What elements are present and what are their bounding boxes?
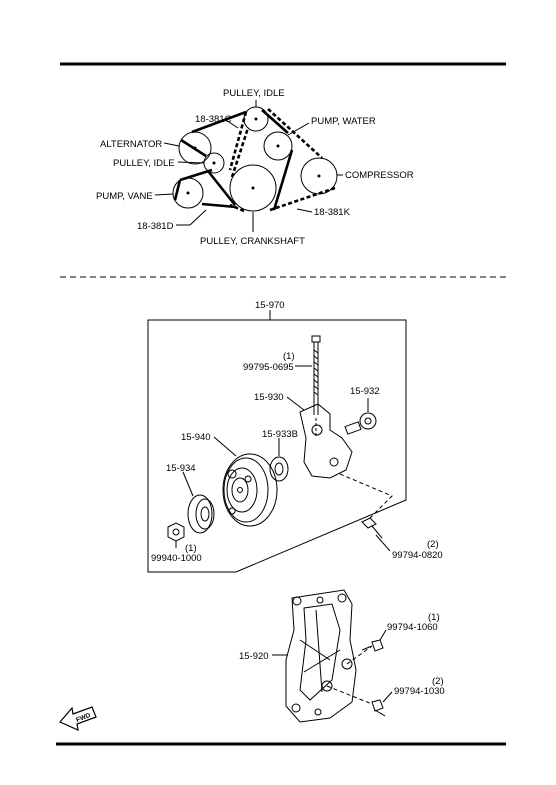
water-pump-hub bbox=[276, 144, 280, 148]
mount-hole-3 bbox=[316, 596, 324, 604]
tensioner-assembly bbox=[147, 310, 407, 573]
label-bolt: 99795-0695 bbox=[243, 362, 294, 373]
mount-hole-5 bbox=[321, 680, 333, 692]
label-bracket: 15-930 bbox=[254, 392, 284, 403]
water-pump-pulley bbox=[263, 131, 293, 161]
label-bolt3: 99794-1060 bbox=[387, 622, 438, 633]
leader-water-pump bbox=[287, 122, 310, 136]
bearing bbox=[269, 456, 289, 482]
plate bbox=[187, 494, 215, 534]
bolt-99794-1060 bbox=[361, 639, 384, 652]
belt-18-381c bbox=[180, 109, 294, 211]
label-nut: 99940-1000 bbox=[151, 553, 202, 564]
label-alternator: ALTERNATOR bbox=[100, 139, 162, 150]
mount-hole-4 bbox=[341, 658, 353, 670]
mount-inner-rib bbox=[299, 603, 341, 701]
label-mount: 15-920 bbox=[239, 651, 269, 662]
mounting-bracket bbox=[285, 589, 373, 723]
label-belt-d: 18-381D bbox=[137, 221, 174, 232]
bolt-99794-1030 bbox=[371, 699, 386, 717]
label-pulley: 15-940 bbox=[181, 432, 211, 443]
leader-pulley bbox=[213, 436, 237, 457]
leader-belt-k bbox=[296, 208, 313, 213]
compressor-pulley bbox=[300, 157, 338, 195]
spacer bbox=[344, 412, 377, 435]
vane-pump-hub bbox=[186, 191, 190, 195]
label-bolt2: 99794-0820 bbox=[392, 550, 443, 561]
compressor-hub bbox=[317, 174, 321, 178]
bolt-99794-0820 bbox=[361, 517, 383, 539]
leader-vane-pump bbox=[154, 193, 174, 196]
label-nut-qty: (1) bbox=[185, 543, 197, 554]
label-assy: 15-970 bbox=[255, 300, 285, 311]
long-bolt bbox=[311, 335, 321, 436]
mount-hole-1 bbox=[292, 596, 302, 606]
leader-idle-mid bbox=[177, 161, 205, 164]
label-bolt4: 99794-1030 bbox=[394, 686, 445, 697]
belt-18-381d bbox=[173, 168, 237, 209]
leader-bolt3 bbox=[379, 629, 387, 641]
bracket-hole-2 bbox=[329, 457, 339, 467]
label-bolt-qty: (1) bbox=[283, 351, 295, 362]
mount-web bbox=[299, 609, 341, 693]
label-pulley-idle-mid: PULLEY, IDLE bbox=[113, 158, 175, 169]
label-pump-vane: PUMP, VANE bbox=[96, 191, 153, 202]
leader-alternator bbox=[163, 142, 180, 147]
leader-bracket bbox=[286, 396, 305, 411]
idle-mid-hub bbox=[212, 161, 216, 165]
nut bbox=[167, 522, 185, 542]
belt-18-381k bbox=[228, 108, 336, 213]
mount-hole-2 bbox=[337, 593, 347, 603]
crankshaft-hub bbox=[251, 186, 255, 190]
leader-belt-c bbox=[225, 119, 239, 129]
idler-pulley bbox=[222, 453, 278, 527]
leader-bolt2 bbox=[375, 534, 391, 552]
leader-plate bbox=[182, 471, 194, 497]
label-belt-k: 18-381K bbox=[314, 207, 351, 218]
bracket bbox=[299, 403, 353, 479]
assembly-outline bbox=[147, 319, 407, 573]
idle-top-hub bbox=[254, 117, 258, 121]
label-plate: 15-934 bbox=[166, 463, 196, 474]
label-bolt2-qty: (2) bbox=[427, 539, 439, 550]
mount-hole-7 bbox=[314, 708, 322, 716]
fwd-arrow-icon: FWD bbox=[59, 706, 97, 732]
label-bearing: 15-933B bbox=[262, 429, 298, 440]
label-pump-water: PUMP, WATER bbox=[311, 116, 376, 127]
label-pulley-crankshaft: PULLEY, CRANKSHAFT bbox=[200, 236, 305, 247]
bracket-hole bbox=[311, 424, 323, 436]
belt-diagram bbox=[154, 100, 343, 232]
label-bolt3-qty: (1) bbox=[428, 612, 440, 623]
label-pulley-idle-top: PULLEY, IDLE bbox=[223, 88, 285, 99]
label-bolt4-qty: (2) bbox=[432, 676, 444, 687]
label-spacer: 15-932 bbox=[350, 386, 380, 397]
crankshaft-pulley bbox=[229, 164, 277, 212]
mount-hole-6 bbox=[291, 703, 301, 713]
leader-bolt4 bbox=[382, 691, 393, 703]
label-belt-c: 18-381C bbox=[195, 114, 232, 125]
projection-lines bbox=[339, 473, 393, 519]
mount-outline bbox=[285, 589, 357, 723]
mount-projection bbox=[326, 645, 373, 705]
label-compressor: COMPRESSOR bbox=[345, 170, 414, 181]
leader-belt-d-2 bbox=[189, 209, 207, 226]
